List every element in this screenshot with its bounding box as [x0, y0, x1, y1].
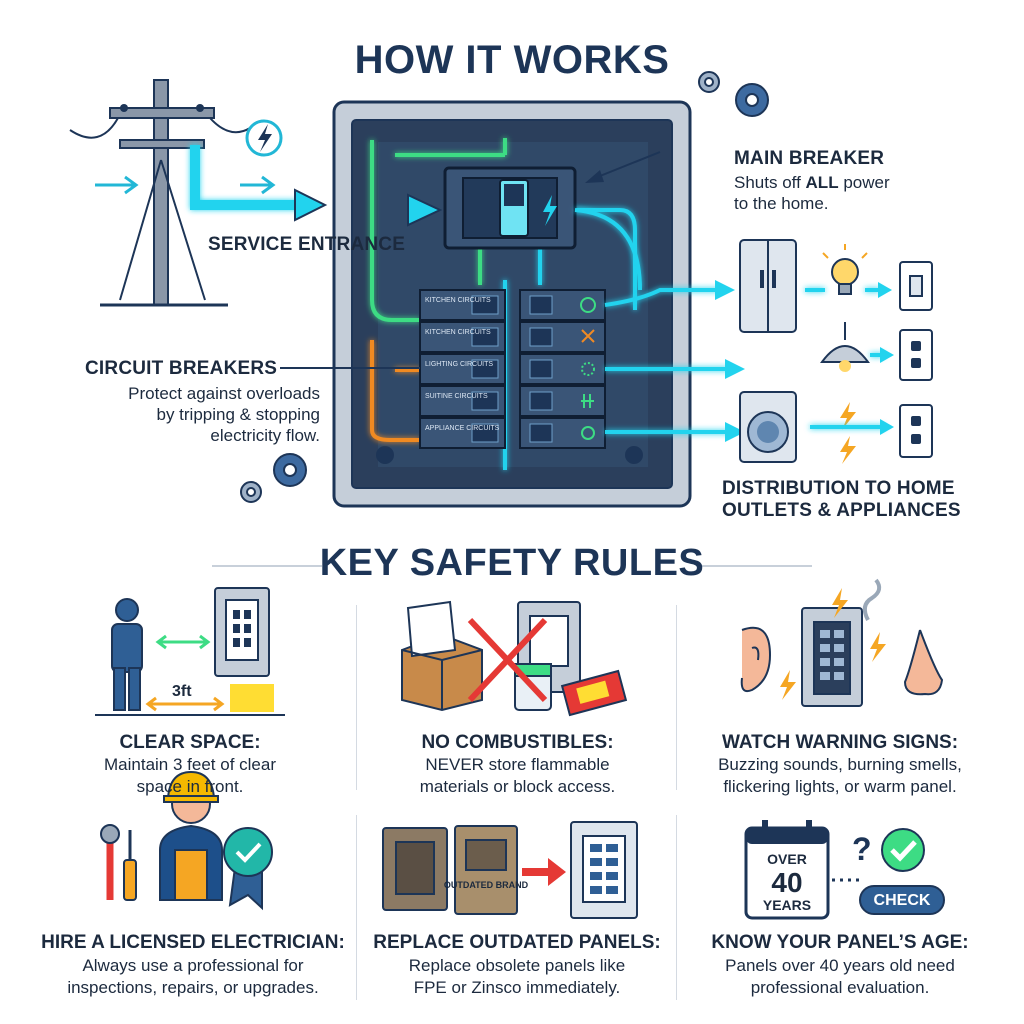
rule-desc: Maintain 3 feet of clear space in front. [40, 754, 340, 798]
arrow-right-icon [522, 858, 566, 886]
how-it-works-title: HOW IT WORKS [354, 38, 670, 82]
screwdriver-icon [123, 830, 137, 901]
rule-desc-line: Always use a professional for [82, 956, 304, 975]
rule-desc-line: Replace obsolete panels like [408, 956, 626, 975]
light-bulb-icon [822, 244, 868, 295]
main-desc-part: power [843, 173, 890, 192]
rule-desc-line: flickering lights, or warm panel. [723, 777, 957, 796]
gear-icon [240, 453, 307, 503]
electrician-icon [159, 770, 223, 901]
main-desc-part: to the home. [734, 194, 829, 213]
washer-icon [739, 391, 797, 463]
divider [702, 565, 812, 567]
divider [212, 565, 322, 567]
breakers-desc-line: electricity flow. [210, 426, 320, 445]
divider [356, 605, 357, 790]
rule-desc: Replace obsolete panels like FPE or Zins… [360, 955, 674, 999]
wrench-icon [100, 824, 120, 900]
utility-pole-icon [69, 79, 251, 307]
rule-desc-line: NEVER store flammable [425, 755, 610, 774]
fridge-icon [739, 239, 797, 333]
old-panel-icon [454, 825, 518, 915]
rule-title: HIRE A LICENSED ELECTRICIAN: [41, 932, 345, 953]
circuit-label-4: SUITINE CIRCUITS [425, 393, 488, 400]
rule-title: KNOW YOUR PANEL’S AGE: [711, 932, 969, 953]
switch-icon [899, 261, 933, 311]
main-desc-all: ALL [805, 173, 839, 192]
rule-desc-line: professional evaluation. [750, 978, 930, 997]
breakers-desc-line: Protect against overloads [128, 384, 320, 403]
circuit-breakers-title: CIRCUIT BREAKERS [85, 358, 278, 379]
divider [676, 815, 677, 1000]
question-mark: ? [852, 831, 872, 867]
rule-title: CLEAR SPACE: [119, 732, 261, 753]
main-desc-part: Shuts off [734, 173, 801, 192]
gear-icon [698, 71, 769, 117]
outlet-icon [899, 329, 933, 381]
clear-space-badge: 3ft [172, 683, 192, 700]
spark-icon [780, 588, 886, 700]
badge-check-icon [223, 827, 273, 911]
main-breaker-desc: Shuts off ALL power to the home. [734, 172, 934, 214]
rule-desc: Panels over 40 years old need profession… [685, 955, 995, 999]
rule-desc-line: Maintain 3 feet of clear [104, 755, 276, 774]
rule-desc: Always use a professional for inspection… [28, 955, 358, 999]
rule-desc-line: Panels over 40 years old need [725, 956, 955, 975]
calendar-40: 40 [771, 867, 802, 898]
check-circle-icon [881, 828, 925, 872]
lightning-circle-icon [245, 119, 283, 157]
matchbox-icon [560, 669, 628, 717]
distribution-label: DISTRIBUTION TO HOME OUTLETS & APPLIANCE… [722, 478, 961, 522]
breakers-desc-line: by tripping & stopping [156, 405, 321, 424]
no-x-icon [467, 617, 548, 703]
panel-icon [801, 607, 863, 707]
nose-icon [903, 629, 944, 696]
safety-rules-title: KEY SAFETY RULES [319, 542, 705, 584]
distribution-line: DISTRIBUTION TO HOME [722, 478, 955, 499]
calendar-over: OVER [767, 851, 807, 867]
calendar-icon [744, 820, 830, 920]
rule-desc: Buzzing sounds, burning smells, flickeri… [680, 754, 1000, 798]
spark-icon [840, 402, 856, 464]
outlet-icon [899, 404, 933, 458]
panel-diagram: KITCHEN CIRCUITS KITCHEN CIRCUITS LIGHTI… [69, 71, 933, 508]
ear-icon [740, 626, 772, 693]
new-panel-icon [570, 821, 638, 919]
outdated-brand-badge: OUTDATED BRAND [444, 880, 529, 890]
divider [356, 815, 357, 1000]
service-entrance-label: SERVICE ENTRANCE [208, 234, 406, 255]
box-icon [401, 600, 483, 712]
rule-desc-line: space in front. [136, 777, 244, 796]
old-panel-icon [382, 827, 448, 911]
pendant-lamp-icon [820, 322, 870, 372]
distribution-line: OUTLETS & APPLIANCES [722, 500, 961, 521]
rule-title: WATCH WARNING SIGNS: [721, 732, 959, 753]
check-button [859, 885, 945, 915]
check-label: CHECK [874, 892, 931, 909]
circuit-breakers-desc: Protect against overloads by tripping & … [60, 383, 320, 446]
rule-desc-line: Buzzing sounds, burning smells, [718, 755, 962, 774]
rule-desc-line: inspections, repairs, or upgrades. [67, 978, 319, 997]
rule-desc: NEVER store flammable materials or block… [365, 754, 670, 798]
circuit-label-2: KITCHEN CIRCUITS [425, 329, 491, 336]
rule-title: REPLACE OUTDATED PANELS: [373, 932, 661, 953]
main-breaker [443, 166, 577, 250]
arrow-right-icon [95, 175, 276, 195]
rule-desc-line: materials or block access. [419, 777, 616, 796]
main-breaker-title: MAIN BREAKER [734, 148, 885, 169]
smoke-icon [862, 578, 882, 621]
service-cable [190, 145, 300, 210]
rule-title: NO COMBUSTIBLES: [421, 732, 614, 753]
rule-desc-line: FPE or Zinsco immediately. [413, 978, 621, 997]
circuit-label-1: KITCHEN CIRCUITS [425, 297, 491, 304]
circuit-breaker-rows: KITCHEN CIRCUITS KITCHEN CIRCUITS LIGHTI… [419, 289, 606, 449]
calendar-years: YEARS [763, 897, 811, 913]
safety-icons: 3ft [95, 578, 945, 920]
circuit-label-3: LIGHTING CIRCUITS [425, 361, 493, 368]
person-icon [111, 598, 143, 711]
divider [676, 605, 677, 790]
panel-icon [214, 587, 274, 712]
circuit-label-5: APPLIANCE CIRCUITS [425, 425, 500, 432]
